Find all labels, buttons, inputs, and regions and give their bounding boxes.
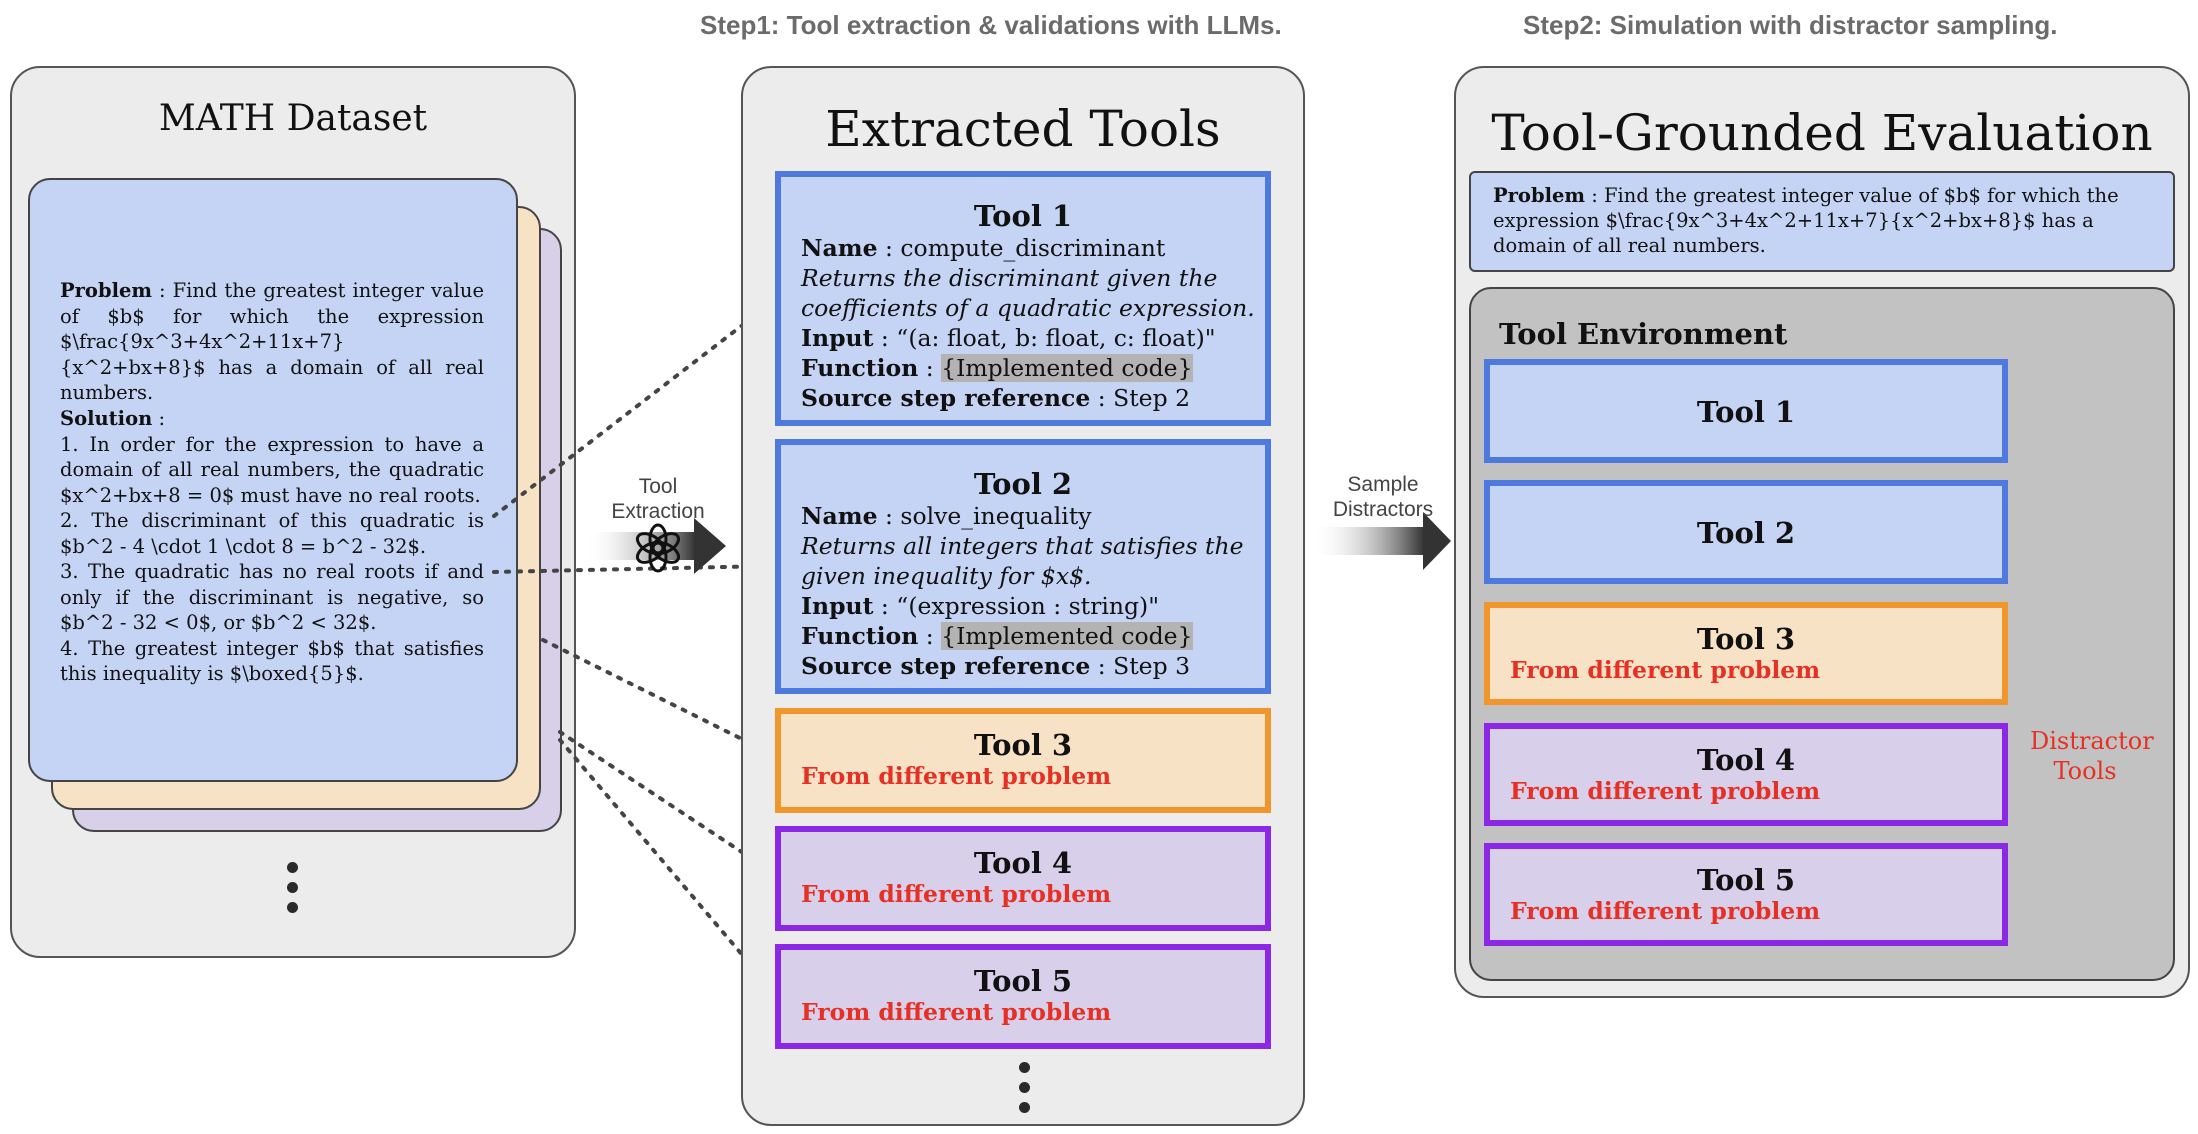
solution-colon: : <box>152 407 166 430</box>
eval-problem-block: Problem : Find the greatest integer valu… <box>1493 183 2153 258</box>
sample-distractors-label-line2: Distractors <box>1332 498 1434 521</box>
tool-1-source-label: Source step reference <box>801 384 1091 412</box>
sample-distractors-label: Sample Distractors <box>1318 472 1448 522</box>
more-tools-ellipsis <box>1018 1062 1030 1122</box>
tool-2-description-line1: Returns all integers that satisfies the <box>801 532 1244 560</box>
sample-arrow-head <box>1423 512 1451 570</box>
env-tool-4-note: From different problem <box>1510 777 1821 805</box>
sample-arrow-shaft <box>1312 527 1424 555</box>
tool-1-function-code: {Implemented code} <box>941 354 1193 382</box>
tool-environment-title: Tool Environment <box>1499 317 1788 351</box>
env-tool-5-note: From different problem <box>1510 897 1821 925</box>
tool-2-description-line2: given inequality for $x$. <box>801 562 1092 590</box>
tool-2-function-label: Function <box>801 622 919 650</box>
env-tool-1-title: Tool 1 <box>1696 395 1796 429</box>
tool-2-source: : Step 3 <box>1090 652 1191 680</box>
solution-step: 2. The discriminant of this quadratic is… <box>60 509 484 558</box>
tool-1-name-label: Name <box>801 234 878 262</box>
problem-card: Problem : Find the greatest integer valu… <box>28 178 518 782</box>
problem-block: Problem : Find the greatest integer valu… <box>60 278 484 406</box>
distractor-label-line1: Distractor <box>2030 727 2154 755</box>
evaluation-title: Tool-Grounded Evaluation <box>1491 104 2153 162</box>
tool-3-title: Tool 3 <box>973 728 1073 762</box>
extracted-tools-title: Extracted Tools <box>825 100 1221 158</box>
tool-1-input: : “(a: float, b: float, c: float)" <box>873 324 1216 352</box>
solution-block: Solution : 1. In order for the expressio… <box>60 406 484 687</box>
math-dataset-title: MATH Dataset <box>158 98 428 139</box>
more-problems-ellipsis <box>286 862 298 922</box>
tool-1-title: Tool 1 <box>973 199 1073 233</box>
tool-1-name: : compute_discriminant <box>877 234 1166 262</box>
tool-2-name: : solve_inequality <box>877 502 1092 530</box>
tool-2-function-code: {Implemented code} <box>941 622 1193 650</box>
env-tool-3-title: Tool 3 <box>1696 622 1796 656</box>
dotted-arrow-to-tool2 <box>492 561 773 574</box>
tool-5-title: Tool 5 <box>973 964 1073 998</box>
tool-2-title: Tool 2 <box>973 467 1073 501</box>
env-tool-2-title: Tool 2 <box>1696 516 1796 550</box>
tool-2-name-label: Name <box>801 502 878 530</box>
env-tool-3: Tool 3 From different problem <box>1484 602 2008 705</box>
env-tool-3-note: From different problem <box>1510 656 1821 684</box>
extracted-tool-4: Tool 4 From different problem <box>775 826 1271 931</box>
tool-extraction-label-line1: Tool <box>638 475 678 498</box>
dotted-arrow-to-tool1 <box>492 302 773 518</box>
env-tool-4: Tool 4 From different problem <box>1484 723 2008 826</box>
distractor-label-line2: Tools <box>2053 757 2117 785</box>
solution-step: 1. In order for the expression to have a… <box>60 432 484 507</box>
tool-1-function-label: Function <box>801 354 919 382</box>
problem-text: : Find the greatest integer value of $b$… <box>60 279 484 404</box>
env-tool-1: Tool 1 <box>1484 359 2008 463</box>
tool-4-note: From different problem <box>801 880 1112 908</box>
extracted-tool-1: Tool 1 Name : compute_discriminant Retur… <box>775 171 1271 426</box>
eval-problem-box: Problem : Find the greatest integer valu… <box>1469 171 2175 272</box>
extracted-tool-2: Tool 2 Name : solve_inequality Returns a… <box>775 439 1271 694</box>
extraction-arrow-head <box>694 518 726 574</box>
tool-1-input-label: Input <box>801 324 874 352</box>
step2-label: Step2: Simulation with distractor sampli… <box>1523 10 2058 40</box>
eval-problem-label: Problem <box>1493 184 1586 207</box>
tool-1-source: : Step 2 <box>1090 384 1191 412</box>
tool-3-note: From different problem <box>801 762 1112 790</box>
solution-step: 3. The quadratic has no real roots if an… <box>60 560 484 634</box>
solution-step: 4. The greatest integer $b$ that satisfi… <box>60 636 484 686</box>
tool-5-note: From different problem <box>801 998 1112 1026</box>
dotted-arrow-to-tool3 <box>541 638 775 756</box>
tool-1-function-sep: : <box>918 354 942 382</box>
env-tool-5-title: Tool 5 <box>1696 863 1796 897</box>
tool-1-description-line2: coefficients of a quadratic expression. <box>801 294 1255 322</box>
sample-distractors-label-line1: Sample <box>1347 473 1419 496</box>
env-tool-4-title: Tool 4 <box>1696 743 1796 777</box>
tool-1-description-line1: Returns the discriminant given the <box>801 264 1218 292</box>
problem-label: Problem <box>60 279 153 302</box>
eval-problem-text: : Find the greatest integer value of $b$… <box>1493 184 2119 257</box>
step1-label: Step1: Tool extraction & validations wit… <box>700 10 1282 40</box>
tool-2-function-sep: : <box>918 622 942 650</box>
tool-extraction-label-line2: Extraction <box>611 500 705 523</box>
llm-logo-icon <box>635 523 681 573</box>
solution-label: Solution <box>60 407 153 430</box>
env-tool-2: Tool 2 <box>1484 480 2008 584</box>
extracted-tool-3: Tool 3 From different problem <box>775 708 1271 813</box>
env-tool-5: Tool 5 From different problem <box>1484 843 2008 946</box>
tool-2-input: : “(expression : string)" <box>873 592 1160 620</box>
tool-2-input-label: Input <box>801 592 874 620</box>
tool-4-title: Tool 4 <box>973 846 1073 880</box>
tool-extraction-label: Tool Extraction <box>598 474 718 524</box>
distractor-tools-label: Distractor Tools <box>2030 726 2154 786</box>
tool-2-source-label: Source step reference <box>801 652 1091 680</box>
extracted-tool-5: Tool 5 From different problem <box>775 944 1271 1049</box>
